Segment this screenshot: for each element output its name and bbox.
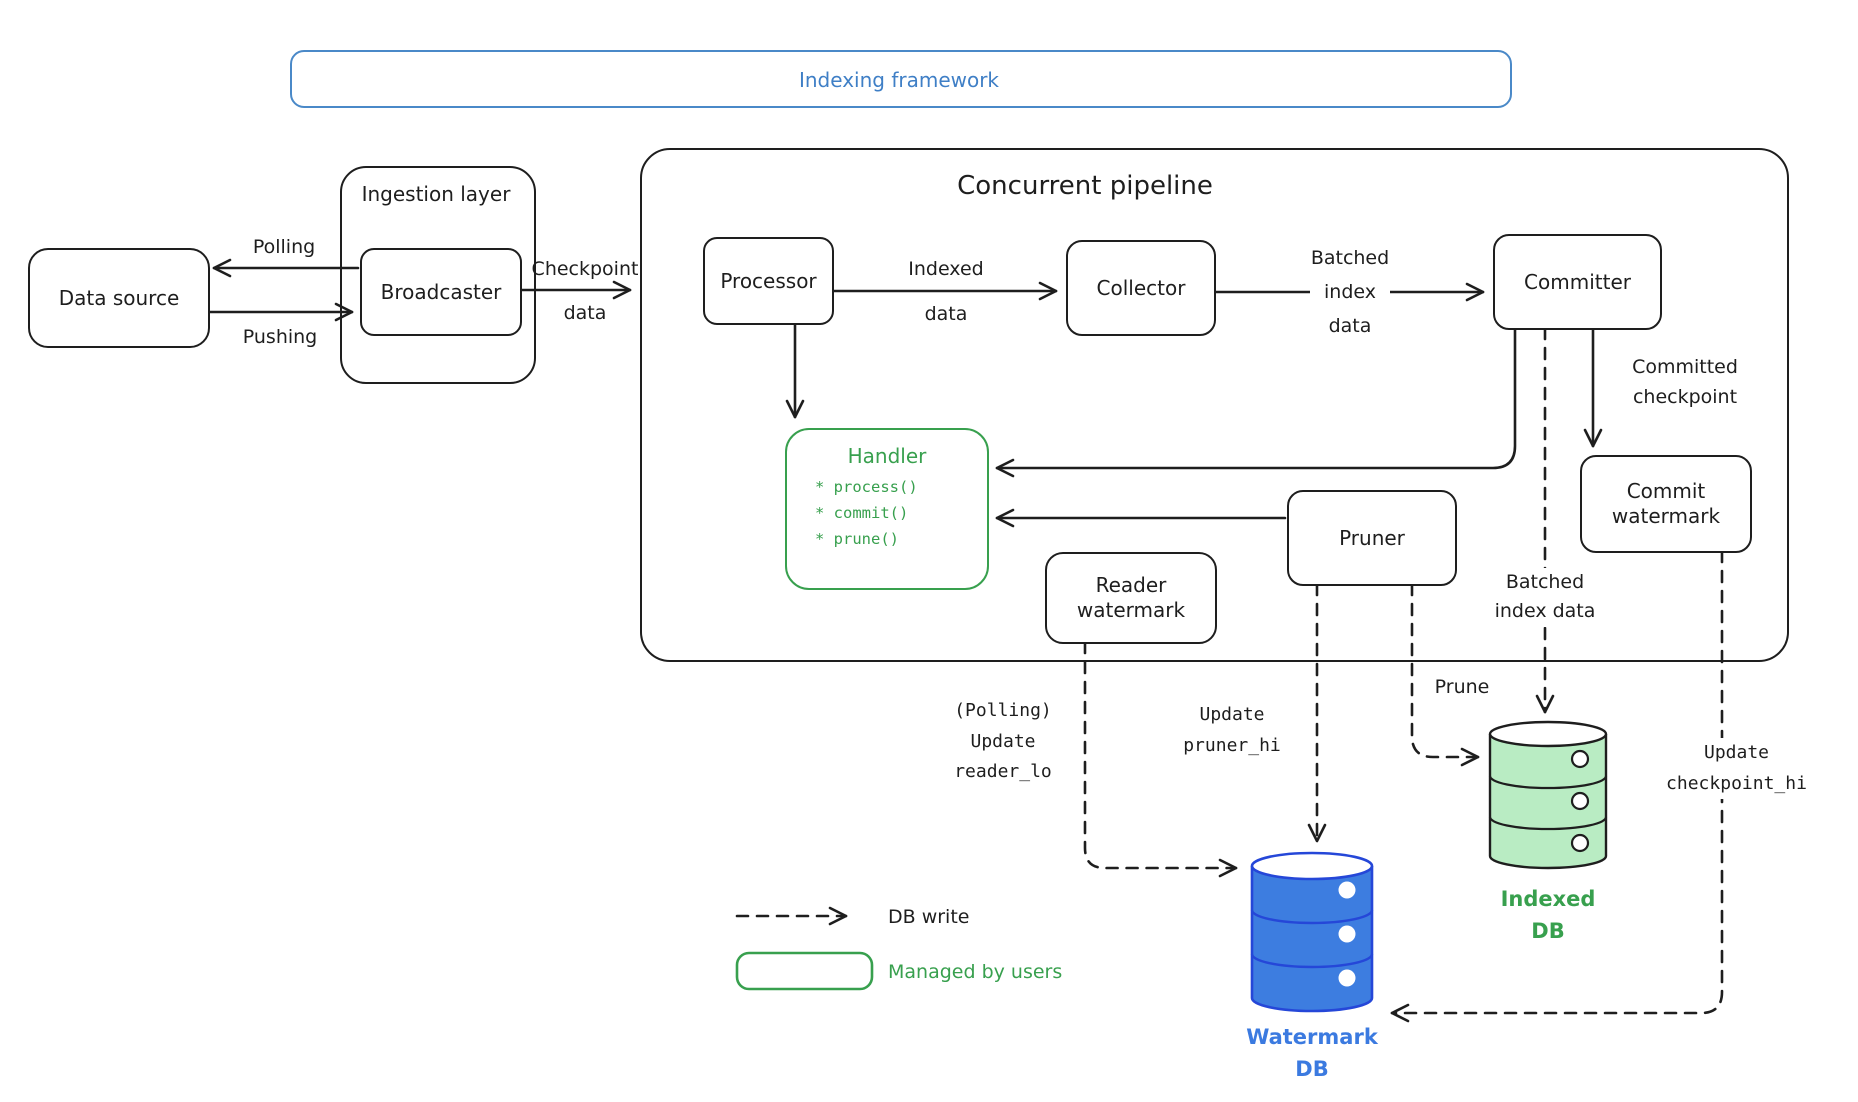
db-dot	[1338, 881, 1356, 899]
committer-label: Committer	[1524, 269, 1631, 294]
handler-method-prune: * prune()	[815, 530, 899, 548]
indexed-data-label-top: Indexed	[908, 258, 984, 280]
db-dot	[1338, 925, 1356, 943]
ingestion-layer-box	[340, 166, 536, 384]
concurrent-pipeline-title: Concurrent pipeline	[957, 171, 1213, 201]
handler-method-commit: * commit()	[815, 504, 909, 522]
update-pruner-hi-label: Update pruner_hi	[1183, 704, 1281, 756]
pruner-label: Pruner	[1339, 525, 1405, 550]
legend-db-write-label: DB write	[888, 906, 970, 928]
prune-label: Prune	[1434, 676, 1490, 698]
indexed-data-label-bottom: data	[924, 303, 968, 325]
data-source-node: Data source	[28, 248, 210, 348]
committer-to-handler-arrow	[995, 326, 1517, 478]
reader-watermark-label: Reader watermark	[1076, 573, 1186, 622]
collector-label: Collector	[1096, 275, 1186, 300]
committed-checkpoint-label: Committed checkpoint	[1632, 356, 1738, 409]
processor-label: Processor	[720, 268, 817, 293]
update-reader-lo-label: (Polling) Update reader_lo	[954, 700, 1052, 783]
prune-dashed-arrow	[1410, 582, 1480, 767]
db-dot	[1570, 791, 1590, 811]
indexing-framework-title: Indexing framework	[798, 68, 1000, 92]
broadcaster-node: Broadcaster	[360, 248, 522, 336]
checkpoint-data-label-top: Checkpoint	[531, 258, 639, 280]
ingestion-layer-title: Ingestion layer	[361, 182, 511, 206]
handler-methods: * process() * commit() * prune()	[787, 474, 987, 552]
commit-watermark-node: Commit watermark	[1580, 455, 1752, 553]
commit-watermark-label: Commit watermark	[1611, 479, 1721, 528]
handler-title: Handler	[847, 444, 927, 468]
batched-index-data-label-2: index	[1310, 277, 1390, 308]
db-dot	[1570, 833, 1590, 853]
handler-node: Handler * process() * commit() * prune()	[785, 428, 989, 590]
watermark-db-label: Watermark DB	[1246, 1025, 1378, 1081]
update-checkpoint-hi-dashed-arrow	[1390, 549, 1724, 1023]
checkpoint-data-label-bottom: data	[563, 302, 607, 324]
legend-managed-by-users-label: Managed by users	[888, 961, 1063, 983]
db-dot	[1338, 969, 1356, 987]
batched-index-data-label-3: data	[1328, 315, 1372, 337]
pushing-label: Pushing	[242, 326, 318, 348]
committer-node: Committer	[1493, 234, 1662, 330]
broadcaster-label: Broadcaster	[380, 279, 502, 304]
update-reader-lo-dashed-arrow	[1083, 640, 1238, 878]
indexed-db-cylinder	[1488, 720, 1608, 870]
batched-index-data-label-1: Batched	[1310, 247, 1390, 269]
processor-node: Processor	[703, 237, 834, 325]
indexed-db-label: Indexed DB	[1500, 887, 1596, 943]
handler-method-process: * process()	[815, 478, 918, 496]
data-source-label: Data source	[58, 285, 180, 310]
pruner-node: Pruner	[1287, 490, 1457, 586]
polling-label: Polling	[252, 236, 316, 258]
legend-managed-box	[735, 951, 874, 991]
watermark-db-cylinder	[1250, 851, 1374, 1013]
collector-node: Collector	[1066, 240, 1216, 336]
concurrent-pipeline-box	[640, 148, 1789, 662]
db-dot	[1570, 749, 1590, 769]
update-checkpoint-hi-label: Update checkpoint_hi	[1615, 738, 1858, 800]
reader-watermark-node: Reader watermark	[1045, 552, 1217, 644]
indexing-framework-box	[290, 50, 1512, 108]
batched-index-data-db-label: Batched index data	[1483, 568, 1607, 627]
